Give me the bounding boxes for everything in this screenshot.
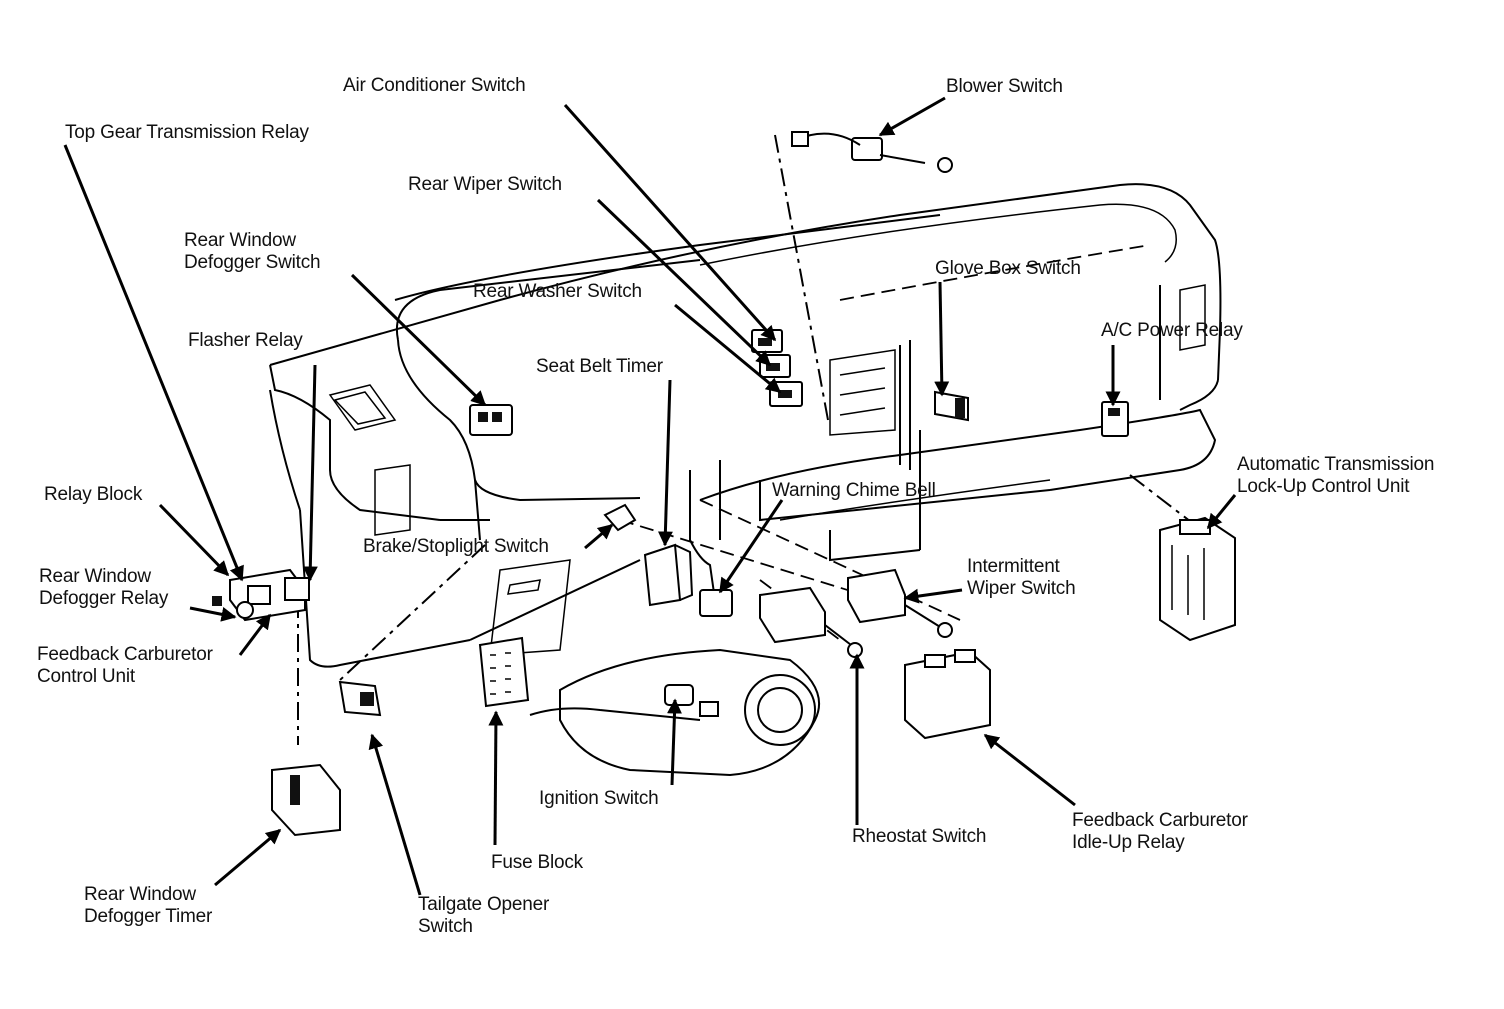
relay-block-part [212, 568, 310, 622]
intermittent-wiper-switch-part [847, 568, 953, 638]
tailgate-opener-switch-part [338, 680, 382, 717]
leader-rear-window-defogger-timer [214, 828, 282, 887]
rear-window-defogger-timer-part [271, 763, 341, 837]
warning-chime-bell-part [699, 589, 733, 617]
label-brake-stoplight-switch: Brake/Stoplight Switch [363, 536, 549, 557]
leader-warning-chime-bell [718, 499, 784, 594]
leader-rear-wiper-switch [596, 198, 772, 367]
leader-relay-block [158, 503, 230, 577]
leader-brake-stoplight-switch [584, 523, 614, 550]
leader-lines [63, 96, 1237, 896]
leader-intermittent-wiper-switch [903, 588, 963, 604]
leader-fuse-block [488, 710, 504, 846]
label-rheostat-switch: Rheostat Switch [852, 826, 987, 847]
label-glove-box-switch: Glove Box Switch [935, 258, 1081, 279]
label-rear-wiper-switch: Rear Wiper Switch [408, 174, 562, 195]
assembly-guide-lines [297, 134, 1196, 745]
label-fuse-block: Fuse Block [491, 852, 583, 873]
rheostat-switch-part [759, 586, 863, 658]
leader-seat-belt-timer [657, 379, 673, 547]
leader-idle-up-relay [983, 733, 1076, 807]
leader-at-lockup-control-unit [1206, 494, 1237, 530]
fuse-block-part [478, 636, 530, 708]
idle-up-relay-part [904, 649, 991, 740]
label-ignition-switch: Ignition Switch [539, 788, 659, 809]
blower-switch-part [791, 131, 953, 173]
dashboard-outline [269, 183, 1222, 668]
label-ac-power-relay: A/C Power Relay [1101, 320, 1243, 341]
label-seat-belt-timer: Seat Belt Timer [536, 356, 663, 377]
brake-stoplight-switch-part [603, 503, 637, 532]
leader-rear-window-defogger-switch [350, 273, 487, 407]
seat-belt-timer-part [643, 543, 694, 607]
label-warning-chime-bell: Warning Chime Bell [772, 480, 936, 501]
leader-blower-switch [878, 96, 946, 137]
leader-glove-box-switch [934, 281, 950, 397]
label-blower-switch: Blower Switch [946, 76, 1063, 97]
label-flasher-relay: Flasher Relay [188, 330, 303, 351]
ac-power-relay-part [1101, 401, 1129, 437]
rear-switch-stack-part [751, 329, 803, 407]
rear-window-defogger-switch-part [469, 404, 513, 436]
leader-ignition-switch [667, 698, 683, 786]
label-relay-block: Relay Block [44, 484, 143, 505]
leader-rear-washer-switch [674, 303, 782, 394]
leader-tailgate-opener-switch [368, 733, 422, 896]
leader-rear-window-defogger-relay [189, 606, 237, 622]
label-rear-washer-switch: Rear Washer Switch [473, 281, 642, 302]
ignition-switch-part [529, 648, 820, 777]
automatic-transmission-control-unit-part [1159, 516, 1236, 642]
leader-top-gear-transmission-relay [63, 144, 244, 582]
glove-box-switch-part [934, 390, 969, 422]
label-air-conditioner-switch: Air Conditioner Switch [343, 75, 526, 96]
leader-flasher-relay [302, 364, 318, 582]
leader-feedback-carburetor-control-unit [238, 613, 272, 656]
leader-air-conditioner-switch [563, 104, 777, 342]
label-top-gear-transmission-relay: Top Gear Transmission Relay [65, 122, 309, 143]
